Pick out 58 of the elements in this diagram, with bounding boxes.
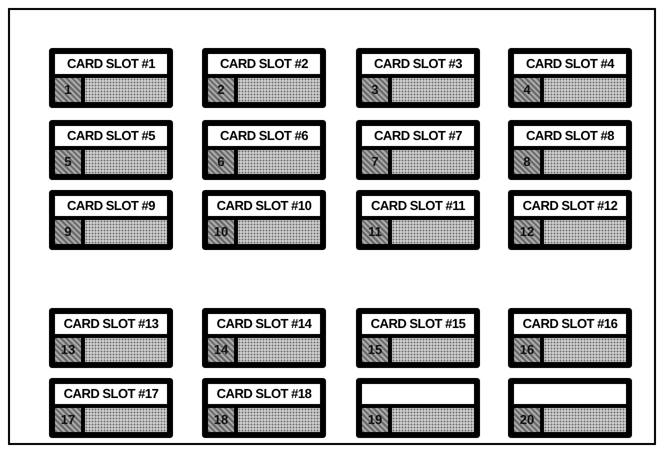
- card-slot-key: [202, 378, 326, 438]
- slot-label: CARD SLOT #18: [208, 384, 320, 404]
- slot-number: 18: [208, 408, 234, 432]
- card-slot-key: [356, 378, 480, 438]
- slot-number: 10: [208, 220, 234, 244]
- card-slot-key: [49, 308, 173, 368]
- slot-label: CARD SLOT #5: [55, 126, 167, 146]
- slot-number: 19: [362, 408, 388, 432]
- slot-number: 15: [362, 338, 388, 362]
- slot-number: 1: [55, 78, 81, 102]
- slot-number: 14: [208, 338, 234, 362]
- slot-label: CARD SLOT #10: [208, 196, 320, 216]
- slot-label: CARD SLOT #13: [55, 314, 167, 334]
- slot-number: 13: [55, 338, 81, 362]
- slot-label: CARD SLOT #16: [514, 314, 626, 334]
- slot-label: CARD SLOT #15: [362, 314, 474, 334]
- card-slot-key: [202, 120, 326, 180]
- card-slot-key: [49, 120, 173, 180]
- slot-number: 11: [362, 220, 388, 244]
- slot-label: CARD SLOT #1: [55, 54, 167, 74]
- card-slot-key: [508, 378, 632, 438]
- slot-number: 7: [362, 150, 388, 174]
- slot-label: CARD SLOT #2: [208, 54, 320, 74]
- card-slot-key: [49, 48, 173, 108]
- slot-label: CARD SLOT #12: [514, 196, 626, 216]
- card-slot-key: [508, 120, 632, 180]
- slot-number: 4: [514, 78, 540, 102]
- card-slot-key: [202, 190, 326, 250]
- card-slot-key: [508, 48, 632, 108]
- slot-number: 3: [362, 78, 388, 102]
- card-slot-key: [508, 308, 632, 368]
- slot-number: 17: [55, 408, 81, 432]
- slot-label: CARD SLOT #3: [362, 54, 474, 74]
- slot-number: 6: [208, 150, 234, 174]
- slot-label: CARD SLOT #14: [208, 314, 320, 334]
- slot-label: CARD SLOT #4: [514, 54, 626, 74]
- slot-label: CARD SLOT #9: [55, 196, 167, 216]
- slot-number: 8: [514, 150, 540, 174]
- slot-number: 20: [514, 408, 540, 432]
- slot-label: CARD SLOT #7: [362, 126, 474, 146]
- card-slot-key: [356, 308, 480, 368]
- card-slot-key: [49, 378, 173, 438]
- slot-number: 16: [514, 338, 540, 362]
- slot-label: CARD SLOT #11: [362, 196, 474, 216]
- card-slot-key: [49, 190, 173, 250]
- card-slot-key: [356, 190, 480, 250]
- card-slot-key: [202, 48, 326, 108]
- slot-number: 12: [514, 220, 540, 244]
- card-slot-key: [356, 120, 480, 180]
- slot-label: CARD SLOT #6: [208, 126, 320, 146]
- slot-label: CARD SLOT #8: [514, 126, 626, 146]
- card-slot-key: [508, 190, 632, 250]
- card-slot-key: [356, 48, 480, 108]
- slot-number: 5: [55, 150, 81, 174]
- slot-label: CARD SLOT #17: [55, 384, 167, 404]
- slot-number: 9: [55, 220, 81, 244]
- slot-number: 2: [208, 78, 234, 102]
- card-slot-key: [202, 308, 326, 368]
